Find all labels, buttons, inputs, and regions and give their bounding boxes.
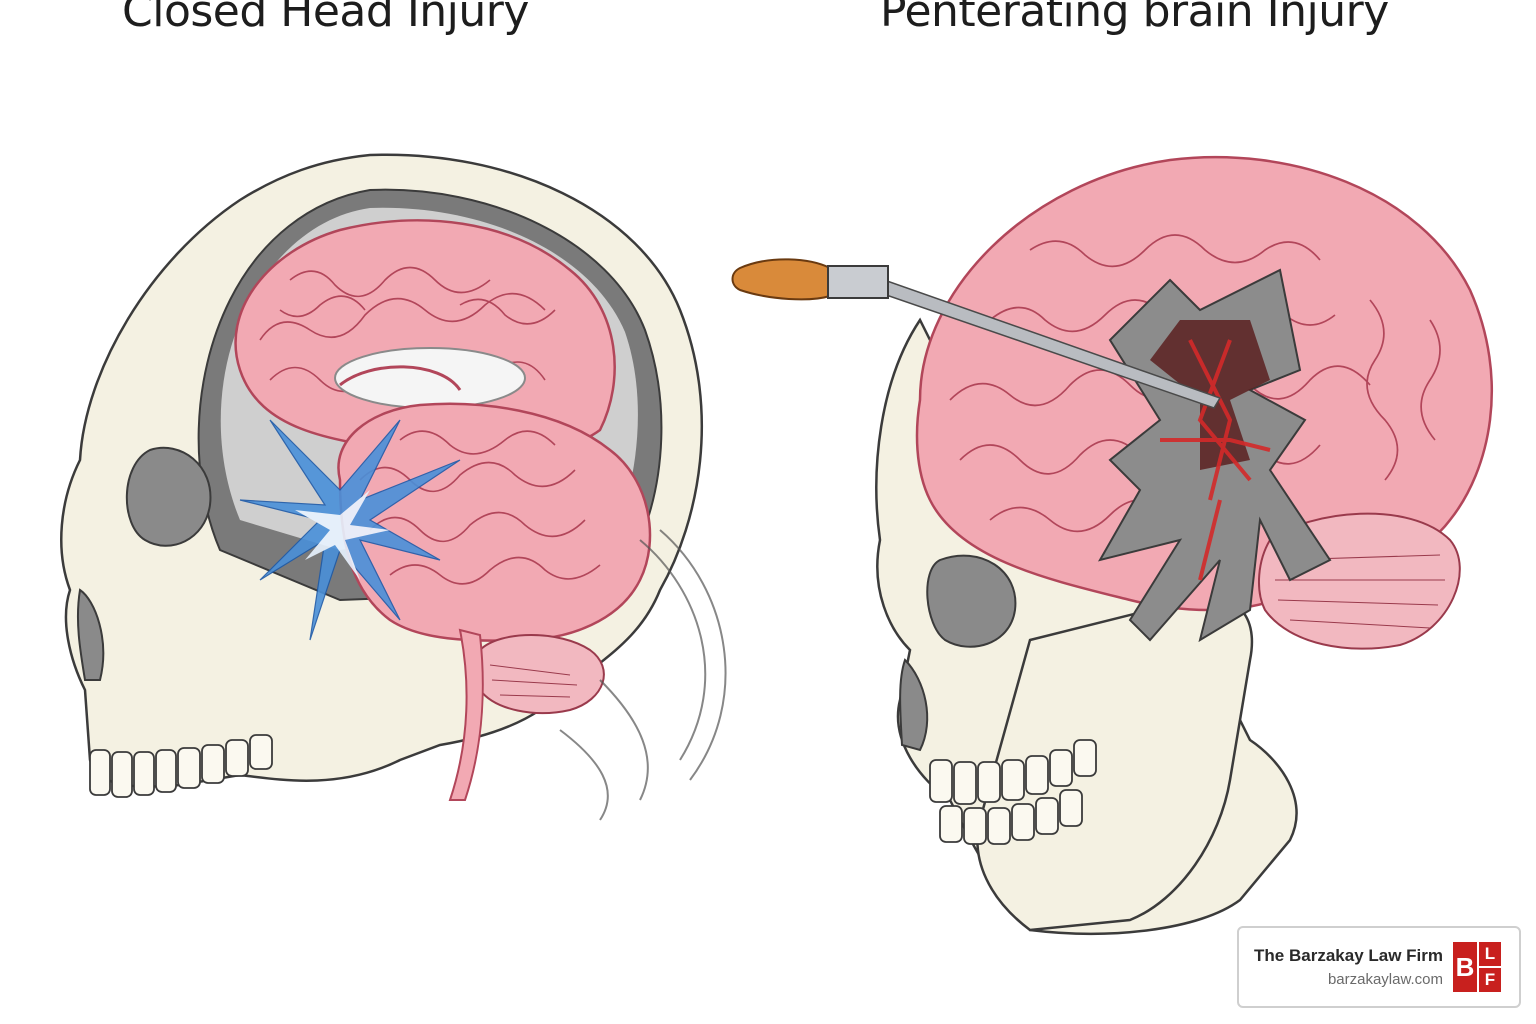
logo-letter-b: B [1453,942,1477,992]
brand-logo: B L F [1453,942,1501,992]
logo-letter-l: L [1479,942,1501,966]
nasal-cavity [76,588,105,681]
logo-letter-f: F [1479,968,1501,992]
penetrating-brain-injury-illustration [731,156,1494,935]
torn-tissue [1160,339,1271,581]
brand-card: The Barzakay Law Firm barzakaylaw.com B … [1237,926,1521,1008]
eye-socket [125,446,212,547]
nasal-cavity [899,658,929,752]
penetrating-brain-injury-title: Penterating brain Injury [880,0,1389,37]
motion-lines [559,529,727,821]
eye-socket [926,554,1017,648]
bullet [731,258,889,301]
brand-name: The Barzakay Law Firm [1254,946,1443,965]
brainstem [448,628,484,801]
impact-burst [239,419,461,641]
closed-head-injury-title: Closed Head Injury [122,0,529,37]
cerebellum [471,634,605,715]
brand-url: barzakaylaw.com [1327,971,1443,988]
brain-lower [337,402,652,642]
closed-head-injury-illustration [60,153,727,821]
teeth [929,739,1097,845]
upper-teeth [89,734,273,798]
